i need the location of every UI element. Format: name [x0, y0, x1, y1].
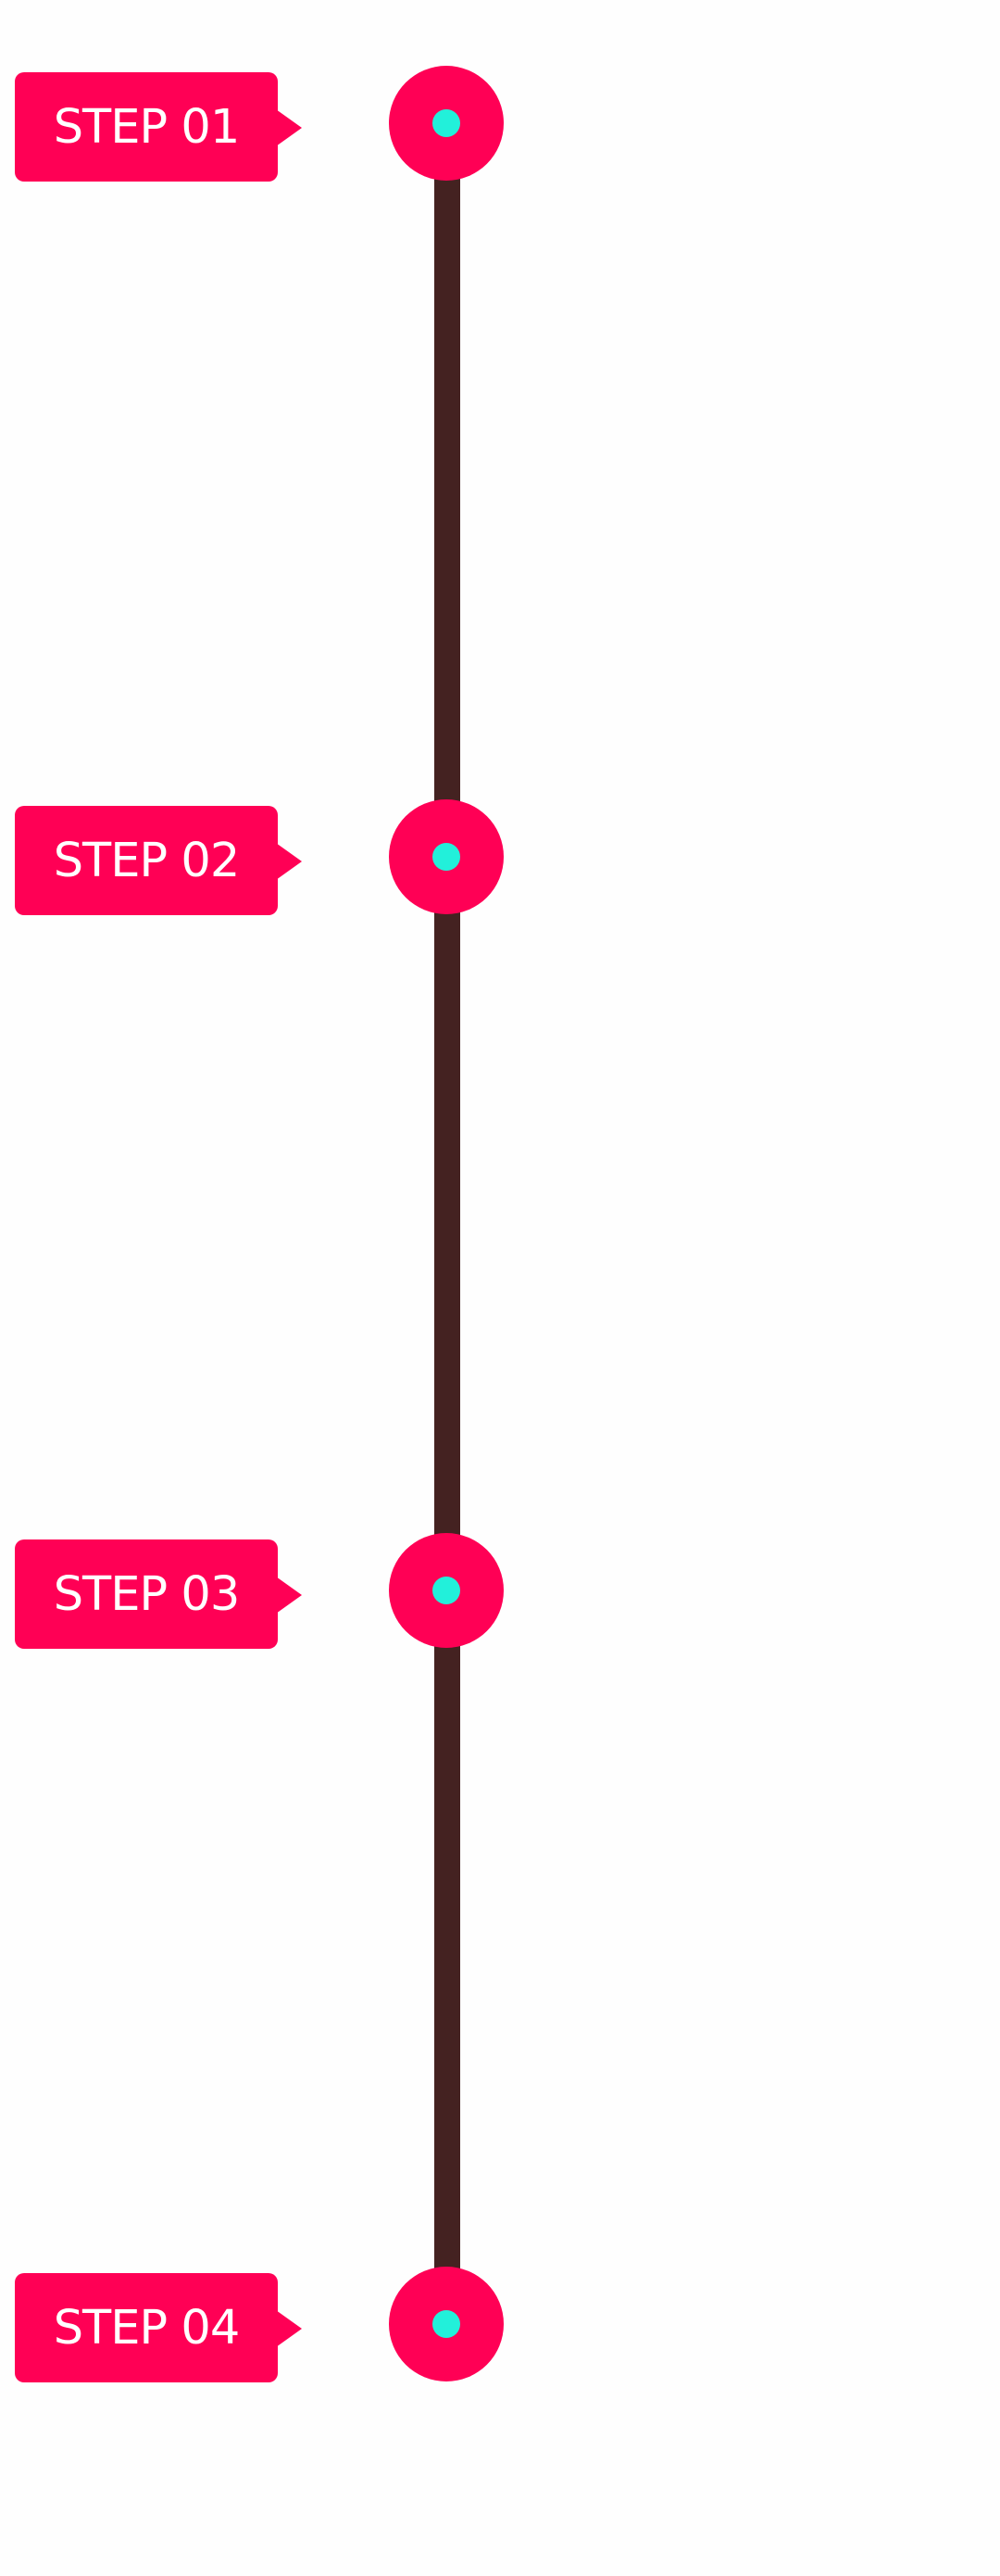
step-node-dot-1: [432, 109, 460, 137]
timeline-step-1: STEP 01: [0, 66, 1000, 187]
step-node-dot-4: [432, 2310, 460, 2338]
step-node-dot-2: [432, 843, 460, 871]
step-node-2: [389, 799, 504, 914]
step-node-dot-3: [432, 1577, 460, 1604]
timeline-step-3: STEP 03: [0, 1533, 1000, 1654]
timeline-step-4: STEP 04: [0, 2267, 1000, 2388]
step-node-3: [389, 1533, 504, 1648]
step-label-4: STEP 04: [15, 2273, 302, 2382]
step-label-2: STEP 02: [15, 806, 302, 915]
timeline-line: [434, 123, 460, 2329]
step-node-4: [389, 2267, 504, 2381]
step-node-1: [389, 66, 504, 181]
step-label-3: STEP 03: [15, 1539, 302, 1649]
step-label-1: STEP 01: [15, 72, 302, 182]
timeline-step-2: STEP 02: [0, 799, 1000, 921]
